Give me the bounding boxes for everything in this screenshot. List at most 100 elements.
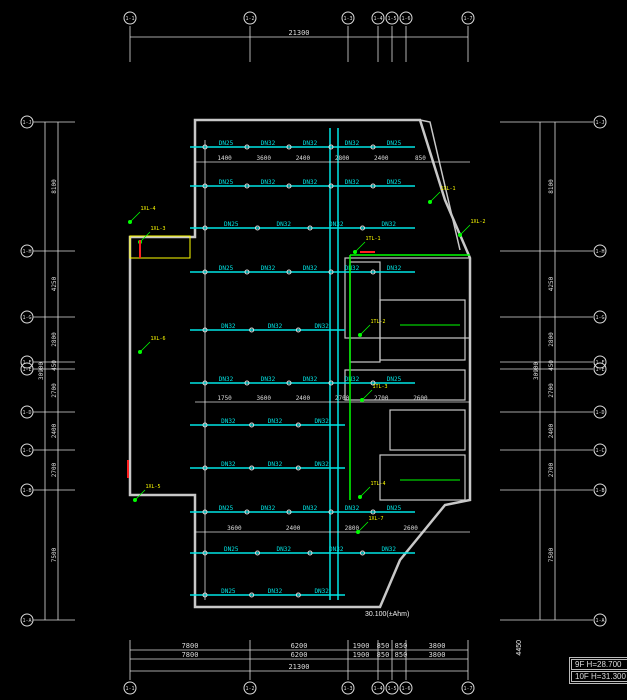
level-row-10f: 10F H=31.300 [571, 671, 627, 682]
axis-label: 1-4 [373, 686, 382, 692]
sprinkler-icon [255, 550, 260, 556]
axis-label: 1-D [22, 410, 31, 416]
dimension-segment: 2400 [51, 423, 58, 438]
dimension-segment: 450 [51, 360, 58, 371]
riser-leader [359, 324, 371, 336]
axis-bubble [461, 11, 475, 25]
riser-icon [358, 495, 362, 499]
sprinkler-icon [328, 380, 334, 386]
riser-icon [128, 220, 132, 224]
axis-bubble [20, 613, 34, 627]
pipe-size-label: DN32 [277, 221, 292, 228]
sprinkler-icon [249, 465, 255, 471]
level-row-9f: 9F H=28.700 [571, 659, 627, 670]
riser-leader [429, 191, 441, 203]
axis-bubble [593, 244, 607, 258]
sprinkler-icon [244, 380, 250, 386]
riser-leader [134, 489, 146, 501]
inner-dimension: 2400 [374, 155, 389, 162]
sprinkler-icon [307, 225, 313, 231]
inner-dimension: 850 [415, 155, 426, 162]
inner-dimension: 2800 [345, 525, 360, 532]
riser-leader [361, 389, 373, 401]
pipe-size-label: DN32 [268, 461, 283, 468]
dimension-segment: 2700 [548, 462, 555, 477]
pipe-size-label: DN25 [387, 376, 402, 383]
sprinkler-icon [295, 327, 301, 333]
pipe-size-label: DN32 [268, 588, 283, 595]
axis-label: 1-G [595, 315, 604, 321]
dimension-segment: 2700 [51, 383, 58, 398]
pipe-size-label: DN32 [345, 265, 360, 272]
riser-label: 1TL-2 [370, 319, 385, 325]
sprinkler-icon [295, 465, 301, 471]
sprinkler-icon [202, 380, 208, 386]
sprinkler-icon [328, 509, 334, 515]
axis-label: 1-2 [245, 686, 254, 692]
axis-bubble [20, 362, 34, 376]
axis-label: 1-2 [245, 16, 254, 22]
dimension-segment: 2700 [51, 462, 58, 477]
dimension-segment: 1900 [353, 642, 370, 650]
sprinkler-icon [286, 509, 292, 515]
axis-label: 1-D [595, 410, 604, 416]
dimension-segment: 3800 [429, 642, 446, 650]
axis-label: 1-B [595, 488, 604, 494]
pipe-size-label: DN25 [219, 505, 234, 512]
sprinkler-icon [244, 144, 250, 150]
pipe-size-label: DN32 [314, 461, 329, 468]
pipe-size-label: DN32 [261, 376, 276, 383]
pipe-size-label: DN25 [221, 588, 236, 595]
sprinkler-icon [360, 550, 365, 556]
pipe-size-label: DN32 [268, 418, 283, 425]
riser-icon [428, 200, 432, 204]
axis-label: 1-J [22, 120, 31, 126]
axis-bubble [371, 681, 385, 695]
pipe-size-label: DN32 [303, 505, 318, 512]
pipe-size-label: DN25 [219, 140, 234, 147]
axis-bubble [243, 11, 257, 25]
axis-bubble [243, 681, 257, 695]
axis-bubble [593, 355, 607, 369]
riser-icon [458, 233, 462, 237]
riser-icon [133, 498, 137, 502]
axis-bubble [20, 443, 34, 457]
inner-dimension: 1750 [217, 395, 232, 402]
dimension-segment: 7800 [182, 642, 199, 650]
inner-dimension: 2400 [296, 155, 311, 162]
axis-bubble [341, 11, 355, 25]
dimension-segment: 7500 [548, 547, 555, 562]
axis-bubble [593, 310, 607, 324]
dimension-segment: 6200 [291, 642, 308, 650]
inner-dimension: 3600 [257, 155, 272, 162]
axis-label: 1-A [22, 618, 31, 624]
inner-dimension: 2700 [374, 395, 389, 402]
axis-bubble [593, 115, 607, 129]
pipe-size-label: DN32 [382, 221, 397, 228]
pipe-size-label: DN32 [329, 221, 344, 228]
room-wall [379, 299, 466, 361]
dimension-segment: 4250 [548, 276, 555, 291]
pipe-size-label: DN25 [224, 546, 239, 553]
dimension-total: 30900 [533, 362, 540, 380]
sprinkler-icon [370, 144, 376, 150]
inner-dimension: 2700 [335, 395, 350, 402]
axis-bubble [399, 681, 413, 695]
dimension-segment: 8100 [51, 179, 58, 194]
riser-icon [360, 398, 364, 402]
sprinkler-icon [202, 465, 208, 471]
axis-label: 1-6 [401, 686, 410, 692]
room-wall [389, 409, 466, 451]
riser-label: 1TL-3 [372, 384, 387, 390]
axis-bubble [385, 681, 399, 695]
riser-label: 1TL-1 [365, 236, 380, 242]
axis-label: 1-5 [387, 686, 396, 692]
riser-label: 1XL-1 [440, 186, 455, 192]
riser-label: 1XL-6 [150, 336, 165, 342]
inner-dimension: 2400 [286, 525, 301, 532]
axis-label: 1-J [595, 120, 604, 126]
axis-bubble [593, 443, 607, 457]
pipe-size-label: DN25 [219, 179, 234, 186]
dimension-total: 30900 [38, 362, 45, 380]
